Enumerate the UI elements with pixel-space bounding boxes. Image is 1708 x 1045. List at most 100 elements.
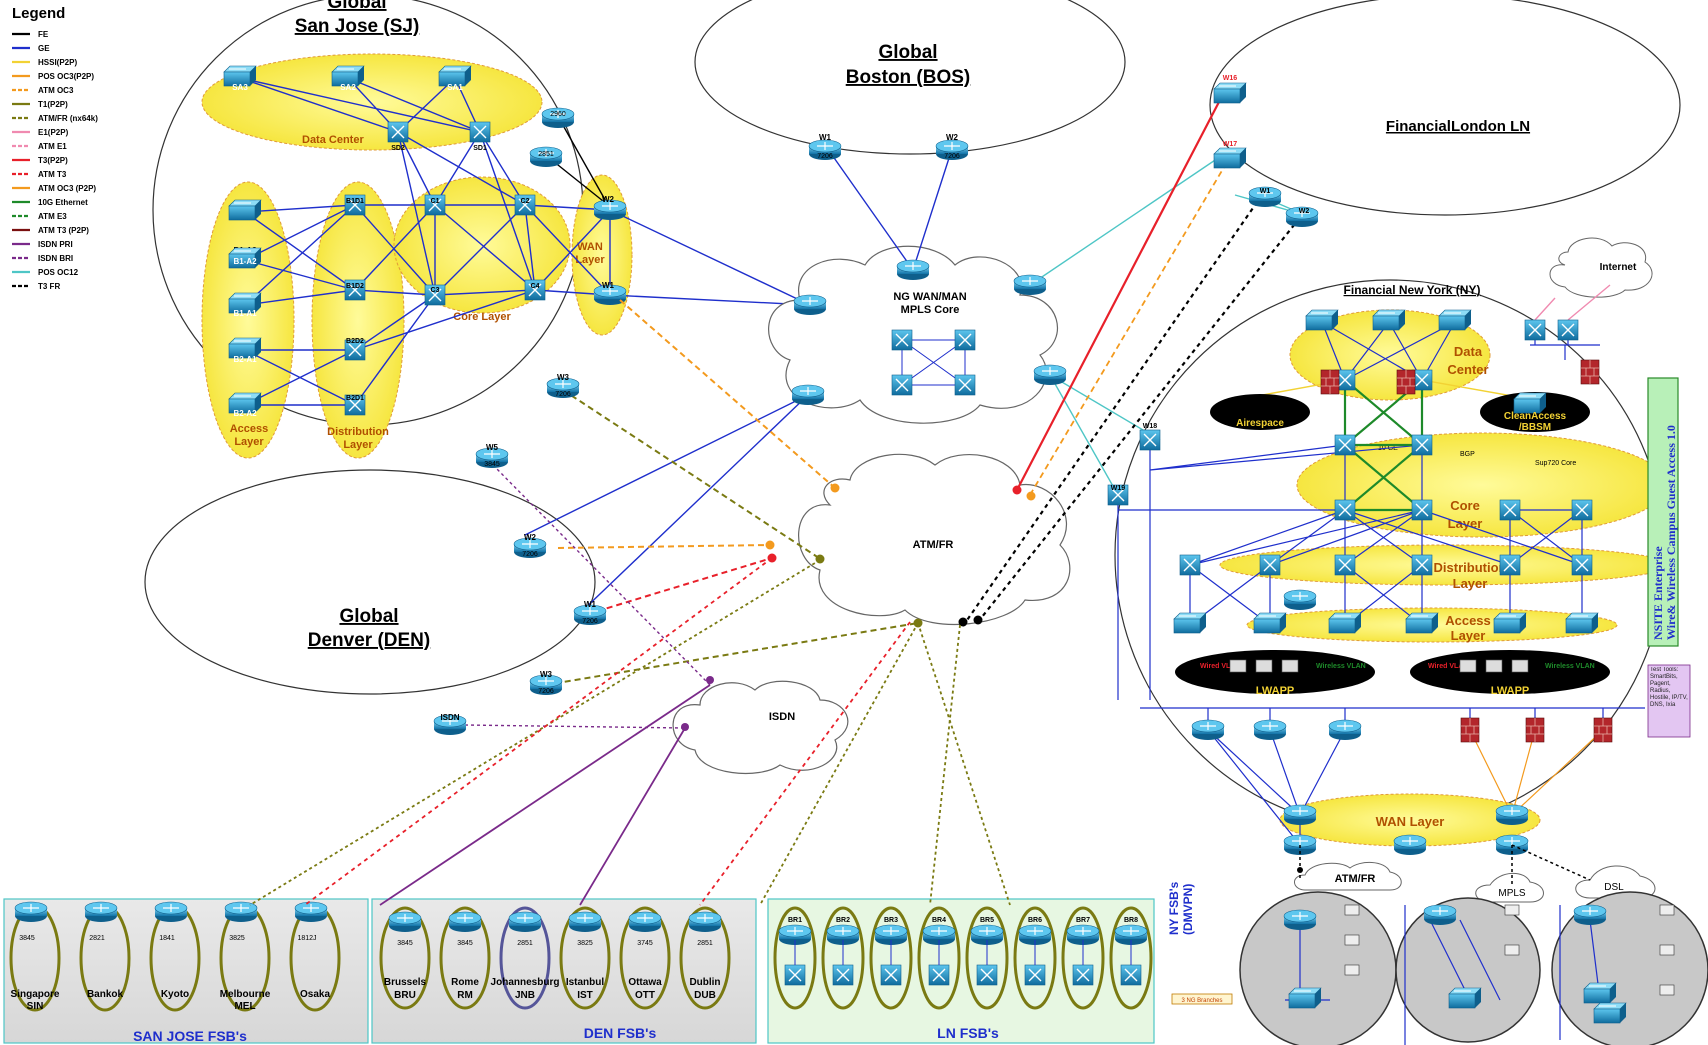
den-w2-label: W2 <box>524 533 537 542</box>
legend-item-label: ATM T3 <box>38 170 67 179</box>
ln-w2-label: W2 <box>1299 208 1310 215</box>
den-title-line1: Global <box>339 606 398 627</box>
ny-core-label-1: Core <box>1450 498 1480 513</box>
ny-access-label-1: Access <box>1445 613 1491 628</box>
bos-w1-label: W1 <box>819 133 832 142</box>
legend-item-label: ISDN PRI <box>38 240 73 249</box>
den-fsb-branch <box>619 906 671 1010</box>
mpls-cloud-line2: MPLS Core <box>901 304 960 316</box>
sj-wan-label-2: Layer <box>575 254 605 266</box>
den-branch-code: OTT <box>635 990 655 1001</box>
lwapp1-label: LWAPP <box>1256 685 1295 697</box>
bos-w2-label: W2 <box>946 133 959 142</box>
legend-item-label: E1(P2P) <box>38 128 69 137</box>
ny-campus: Data Center Core Layer Distribution Laye… <box>1107 284 1708 1045</box>
sj-branch-model: 1841 <box>159 935 175 942</box>
legend-item-label: ATM E3 <box>38 212 67 221</box>
ln-fsb-branch <box>773 906 817 1010</box>
sj-b1d1-label: B1D1 <box>346 198 364 205</box>
den-branch-code: BRU <box>394 990 416 1001</box>
sj-access-label-1: Access <box>230 423 269 435</box>
legend-item: ATM T3 <box>12 170 67 179</box>
isdn-cloud: ISDN <box>672 680 849 775</box>
den-branch-model: 3845 <box>397 940 413 947</box>
ln-fsb-title: LN FSB's <box>937 1025 999 1041</box>
sj-devices: SA3 SA2 SA1 SD2 SD1 B1-A3 B1-A2 B1-A1 B2… <box>223 65 627 418</box>
london-site-boundary <box>1209 0 1681 216</box>
sj-branch-model: 1812J <box>297 935 316 942</box>
den-branch-city: Istanbul <box>566 977 605 988</box>
den-w1-label: W1 <box>584 600 597 609</box>
sj-b2a1-label: B2-A1 <box>233 355 257 364</box>
legend-item-label: HSSI(P2P) <box>38 58 77 67</box>
legend-item-label: ATM E1 <box>38 142 67 151</box>
sj-b2d2-label: B2D2 <box>346 338 364 345</box>
ln-branch-label: BR7 <box>1076 917 1090 924</box>
den-branch-model: 2851 <box>517 940 533 947</box>
sj-distribution-zone <box>311 181 405 459</box>
inter-site-links <box>464 99 1306 729</box>
sj-fsb-panel <box>3 898 369 1044</box>
ny-sup720-label: Sup720 Core <box>1535 460 1576 467</box>
ln-title: FinancialLondon LN <box>1386 118 1530 135</box>
sj-sa1-label: SA1 <box>447 83 463 92</box>
sj-branch-city: Kyoto <box>161 989 189 1000</box>
legend-item-label: ATM T3 (P2P) <box>38 226 89 235</box>
bos-title-line1: Global <box>878 42 937 63</box>
legend-item: GE <box>12 44 50 53</box>
ln-fsb-branch <box>1061 906 1105 1010</box>
legend-item: 10G Ethernet <box>12 198 88 207</box>
sj-c1-label: C1 <box>431 198 440 205</box>
sj-w3-label: W3 <box>557 373 570 382</box>
den-branch-code: DUB <box>694 990 716 1001</box>
sj-w5-model: 3845 <box>484 461 500 468</box>
sj-title-line2: San Jose (SJ) <box>295 16 420 37</box>
legend-item-label: ISDN BRI <box>38 254 73 263</box>
sj-w1-label: W1 <box>602 281 615 290</box>
mpls-cloud-line1: NG WAN/MAN <box>893 291 966 303</box>
den-w2-model: 7206 <box>522 551 538 558</box>
lwapp2-label: LWAPP <box>1491 685 1530 697</box>
ln-fsb-branch <box>965 906 1009 1010</box>
sj-branch-city: Melbourne <box>220 989 271 1000</box>
den-fsb-branch <box>499 906 551 1010</box>
legend-item: ATM E1 <box>12 142 67 151</box>
den-fsb-title: DEN FSB's <box>584 1025 657 1041</box>
sj-b1a2-label: B1-A2 <box>233 257 257 266</box>
sj-small-2-label: 2851 <box>538 151 554 158</box>
den-w1-model: 7206 <box>582 618 598 625</box>
ln-branch-label: BR2 <box>836 917 850 924</box>
legend-item: T3 FR <box>12 282 60 291</box>
sj-fe-link-2 <box>547 156 609 206</box>
ny-bgp-label: BGP <box>1460 451 1475 458</box>
sj-sa2-label: SA2 <box>340 83 356 92</box>
sj-data-center-label: Data Center <box>302 134 364 146</box>
wan-routers: W1 W2 7206 7206 W3 7206 W5 3845 W2 7206 … <box>433 75 1319 736</box>
ny-access-label-2: Layer <box>1451 628 1486 643</box>
legend-item-label: GE <box>38 44 50 53</box>
bos-w1-model: 7206 <box>817 153 833 160</box>
sj-wan-label-1: WAN <box>577 241 603 253</box>
den-w3-label: W3 <box>540 670 553 679</box>
sj-b1a1-label: B1-A1 <box>233 309 257 318</box>
ny-fsb-line1: NY FSB's <box>1167 881 1181 935</box>
nsite-line2: Wire& Wireless Campus Guest Access 1.0 <box>1664 425 1678 640</box>
internet-label: Internet <box>1600 262 1637 273</box>
sj-small-1-label: 2960 <box>550 111 566 118</box>
test-tools-text: Test Tools: SmartBits, Pagent, Radius, H… <box>1650 667 1688 708</box>
legend-item: E1(P2P) <box>12 128 69 137</box>
ln-fsb-branch <box>821 906 865 1010</box>
ln-branch-label: BR5 <box>980 917 994 924</box>
sj-w2-label: W2 <box>602 195 615 204</box>
sj-dist-label-1: Distribution <box>327 426 389 438</box>
atm-fr-cloud: ATM/FR <box>798 453 1071 626</box>
sj-c3-label: C3 <box>431 287 440 294</box>
sj-core-label: Core Layer <box>453 311 511 323</box>
lwapp2-wireless: Wireless VLAN <box>1545 663 1595 670</box>
ny-branch-2 <box>1395 897 1541 1043</box>
legend-item-label: POS OC12 <box>38 268 79 277</box>
sj-fsb-title: SAN JOSE FSB's <box>133 1028 247 1044</box>
legend-item: HSSI(P2P) <box>12 58 77 67</box>
den-branch-model: 3845 <box>457 940 473 947</box>
